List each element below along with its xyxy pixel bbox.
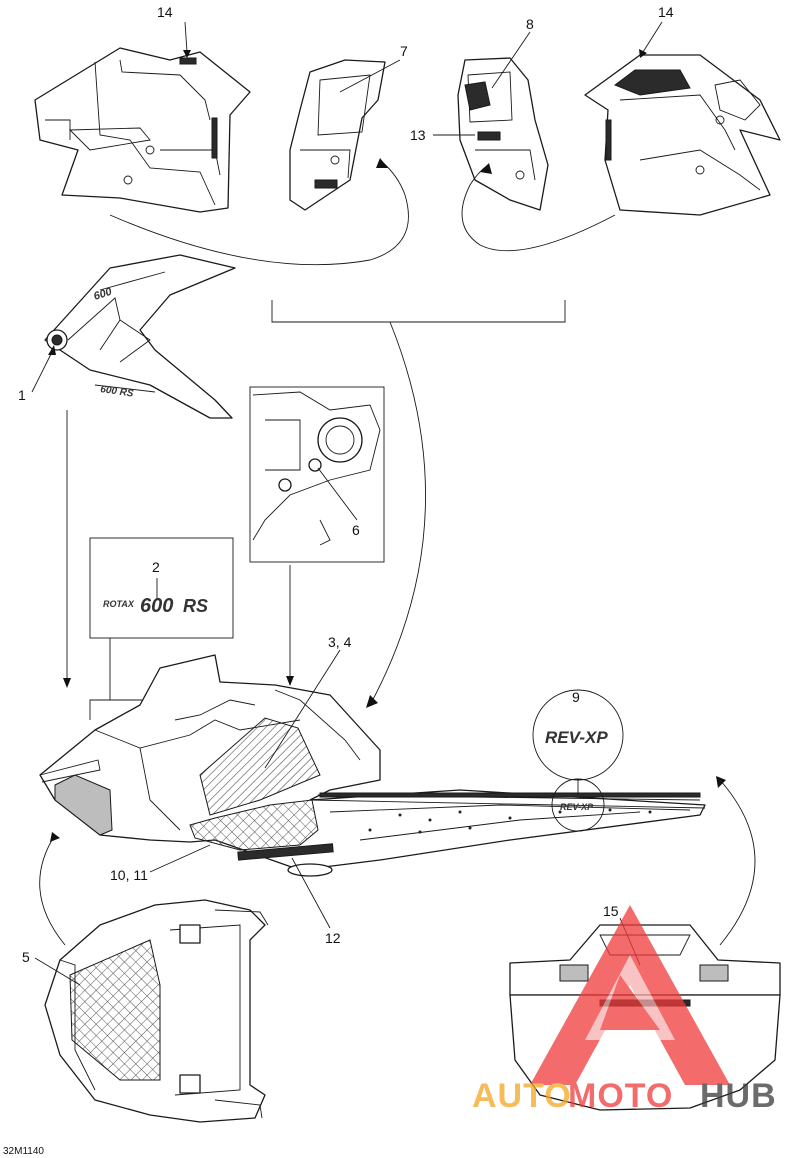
rev-xp-badge-small: REV-XP — [560, 802, 594, 812]
side-panel-right — [584, 54, 781, 216]
engine-decal-number: 600 — [140, 595, 173, 617]
figure-code: 32M1140 — [3, 1146, 44, 1157]
watermark-text-moto: MOTO — [568, 1077, 673, 1115]
bracket — [271, 300, 566, 323]
svg-text:600: 600 — [92, 285, 114, 302]
arrowhead — [366, 695, 378, 708]
callout-1: 1 — [18, 387, 26, 403]
arrowhead — [480, 163, 492, 174]
callout-13: 13 — [410, 127, 426, 143]
watermark-logo: AUTO MOTO HUB — [472, 905, 777, 1115]
arrowhead — [716, 776, 726, 788]
panel-7 — [289, 59, 386, 211]
callout-8: 8 — [526, 16, 534, 32]
callout-10-11: 10, 11 — [110, 867, 148, 883]
rev-xp-badge-text: REV-XP — [545, 728, 608, 747]
arrowhead — [286, 676, 294, 686]
watermark-text-auto: AUTO — [472, 1077, 572, 1115]
callout-14-right: 14 — [658, 4, 674, 20]
callout-2: 2 — [152, 559, 160, 575]
panel-8 — [457, 57, 549, 211]
callout-14-left: 14 — [157, 4, 173, 20]
arrow-bellypan-up — [39, 834, 66, 946]
callout-12: 12 — [325, 930, 341, 946]
callout-6: 6 — [352, 522, 360, 538]
arrow-right-curve — [461, 164, 616, 252]
engine-decal-suffix: RS — [183, 596, 208, 616]
snowmobile-body — [39, 654, 706, 877]
hood: 600 600 RS — [44, 254, 236, 419]
svg-text:600 RS: 600 RS — [100, 384, 135, 400]
rotax-decal-text: ROTAX — [103, 599, 135, 609]
callout-9: 9 — [572, 689, 580, 705]
watermark-text-hub: HUB — [700, 1077, 777, 1115]
callout-7: 7 — [400, 43, 408, 59]
belly-pan — [44, 899, 269, 1123]
arrow-left-curve — [109, 159, 409, 266]
arrowhead — [63, 678, 71, 688]
arrow-bracket-to-body — [369, 321, 426, 706]
arrowhead — [50, 832, 60, 842]
callout-5: 5 — [22, 949, 30, 965]
arrow-rear-up — [719, 779, 756, 946]
detail-circle-9: REV-XP REV-XP — [532, 689, 624, 832]
callout-3-4: 3, 4 — [328, 634, 352, 650]
callout-15: 15 — [603, 903, 619, 919]
detail-box-2: ROTAX 600 RS — [89, 537, 234, 639]
side-panel-left — [34, 47, 251, 213]
arrowhead — [376, 158, 388, 168]
detail-box-6 — [249, 386, 385, 563]
